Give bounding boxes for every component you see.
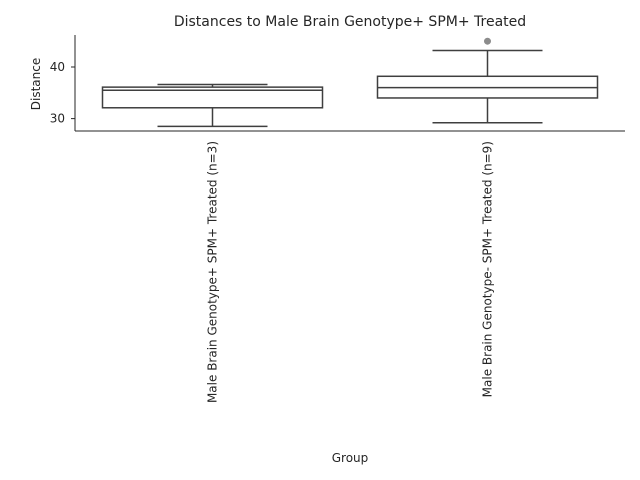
x-tick-label: Male Brain Genotype+ SPM+ Treated (n=3) xyxy=(206,141,220,403)
y-ticks: 30 40 xyxy=(50,60,75,126)
box-iqr xyxy=(101,86,324,109)
outlier-point xyxy=(484,37,491,45)
y-axis-label: Distance xyxy=(29,58,43,110)
x-tick-label: Male Brain Genotype- SPM+ Treated (n=9) xyxy=(481,141,495,397)
plot-area xyxy=(101,37,599,128)
chart-title: Distances to Male Brain Genotype+ SPM+ T… xyxy=(174,14,526,30)
x-axis-label: Group xyxy=(332,451,369,465)
x-ticks: Male Brain Genotype+ SPM+ Treated (n=3) M… xyxy=(206,141,495,403)
box-group-1 xyxy=(101,83,324,128)
y-tick-label: 30 xyxy=(50,112,65,126)
y-tick-label: 40 xyxy=(50,60,65,74)
box-group-2 xyxy=(376,37,599,124)
